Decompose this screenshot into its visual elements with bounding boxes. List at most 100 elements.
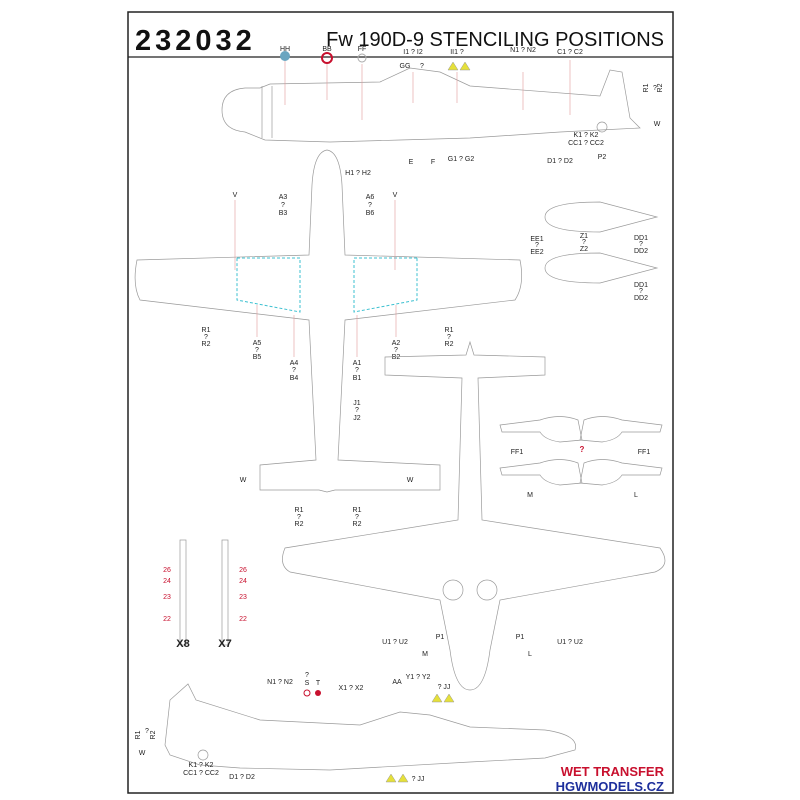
label-s: S bbox=[305, 680, 310, 687]
label-a6: A6 bbox=[366, 194, 375, 201]
label-a1: A1 bbox=[353, 360, 362, 367]
side-view-top: HH BB FF I1 ? I2 GG ? II1 ? N1 ? N2 C1 ?… bbox=[221, 46, 664, 166]
label-r2: R2 bbox=[202, 341, 211, 348]
side-view-bottom: R1 ? R2 W K1 ? K2 CC1 ? CC2 D1 ? D2 N1 ?… bbox=[135, 672, 576, 783]
label-r2: R2 bbox=[150, 730, 157, 739]
label-23: 23 bbox=[163, 594, 171, 601]
label-ee2: EE2 bbox=[530, 249, 543, 256]
label-r-q: ? bbox=[653, 85, 657, 92]
label-p1: P1 bbox=[516, 634, 525, 641]
label-q-red: ? bbox=[580, 445, 585, 454]
label-d1-d2: D1 ? D2 bbox=[229, 774, 255, 781]
warning-triangle-icon bbox=[385, 773, 397, 783]
label-bb: BB bbox=[322, 46, 332, 53]
label-r1: R1 bbox=[353, 507, 362, 514]
label-b2: B2 bbox=[392, 354, 401, 361]
label-q: ? bbox=[355, 514, 359, 521]
warning-triangle-icon bbox=[459, 61, 471, 71]
label-l: L bbox=[528, 651, 532, 658]
label-a3: A3 bbox=[279, 194, 288, 201]
label-k1-k2: K1 ? K2 bbox=[574, 132, 599, 139]
s-marking-icon bbox=[303, 689, 311, 697]
label-hh: HH bbox=[280, 46, 290, 53]
t-marking-icon bbox=[315, 690, 321, 696]
label-q: ? bbox=[394, 347, 398, 354]
label-26: 26 bbox=[239, 567, 247, 574]
label-f: F bbox=[431, 159, 435, 166]
label-24: 24 bbox=[239, 578, 247, 585]
label-jj: ? JJ bbox=[438, 684, 451, 691]
label-cc1-cc2: CC1 ? CC2 bbox=[183, 770, 219, 777]
label-r2: R2 bbox=[657, 83, 664, 92]
label-d1-d2: D1 ? D2 bbox=[547, 158, 573, 165]
label-r1: R1 bbox=[643, 83, 650, 92]
label-q: ? bbox=[297, 514, 301, 521]
label-aa: AA bbox=[392, 679, 402, 686]
label-dd1: DD1 bbox=[634, 235, 648, 242]
label-z1: Z1 bbox=[580, 233, 588, 240]
drop-tanks: EE1 ? EE2 Z1 ? Z2 DD1 ? DD2 DD1 ? DD2 bbox=[530, 201, 659, 302]
label-y1-y2: Y1 ? Y2 bbox=[406, 674, 431, 681]
label-v-left: V bbox=[233, 192, 238, 199]
ff-circle-icon bbox=[357, 53, 367, 63]
label-22: 22 bbox=[239, 616, 247, 623]
label-q: ? bbox=[292, 367, 296, 374]
label-b1: B1 bbox=[353, 375, 362, 382]
label-p1: P1 bbox=[436, 634, 445, 641]
label-v-right: V bbox=[393, 192, 398, 199]
label-q: ? bbox=[145, 728, 149, 735]
label-m: M bbox=[422, 651, 428, 658]
label-q: ? bbox=[204, 334, 208, 341]
label-w: W bbox=[240, 477, 247, 484]
bb-roundel-icon bbox=[321, 52, 333, 64]
top-view: H1 ? H2 V V A3 ? B3 A6 ? B6 R1 ? R2 R1 ?… bbox=[134, 149, 522, 528]
label-24: 24 bbox=[163, 578, 171, 585]
wet-transfer-label: WET TRANSFER bbox=[561, 764, 665, 779]
label-w: W bbox=[654, 121, 661, 128]
label-a4: A4 bbox=[290, 360, 299, 367]
label-x1-x2: X1 ? X2 bbox=[339, 685, 364, 692]
label-q: ? bbox=[355, 367, 359, 374]
label-a5: A5 bbox=[253, 340, 262, 347]
label-z2: Z2 bbox=[580, 246, 588, 253]
label-p2: P2 bbox=[598, 154, 607, 161]
label-q: ? bbox=[281, 202, 285, 209]
label-q: ? bbox=[305, 672, 309, 679]
label-ee1: EE1 bbox=[530, 236, 543, 243]
warning-triangle-icon bbox=[443, 693, 455, 703]
label-ff1: FF1 bbox=[638, 449, 651, 456]
gear-covers: FF1 FF1 ? M L bbox=[499, 416, 663, 499]
brand-website: HGWMODELS.CZ bbox=[556, 779, 664, 794]
label-dd2: DD2 bbox=[634, 295, 648, 302]
label-ff: FF bbox=[358, 46, 367, 53]
label-r2: R2 bbox=[445, 341, 454, 348]
label-gg-q: ? bbox=[420, 63, 424, 70]
label-e: E bbox=[409, 159, 414, 166]
label-q: ? bbox=[639, 241, 643, 248]
label-q: ? bbox=[355, 407, 359, 414]
label-t: T bbox=[316, 680, 321, 687]
label-w: W bbox=[407, 477, 414, 484]
label-q: ? bbox=[582, 239, 586, 246]
label-b6: B6 bbox=[366, 210, 375, 217]
label-n1-n2: N1 ? N2 bbox=[267, 679, 293, 686]
label-q: ? bbox=[255, 347, 259, 354]
label-r1: R1 bbox=[445, 327, 454, 334]
label-r2: R2 bbox=[295, 521, 304, 528]
label-l: L bbox=[634, 492, 638, 499]
label-j2: J2 bbox=[353, 415, 361, 422]
warning-triangle-icon bbox=[447, 61, 459, 71]
label-cc1-cc2: CC1 ? CC2 bbox=[568, 140, 604, 147]
label-a2: A2 bbox=[392, 340, 401, 347]
label-q: ? bbox=[368, 202, 372, 209]
label-q: ? bbox=[447, 334, 451, 341]
landing-gear-legs: 26 24 23 22 26 24 23 22 X8 X7 bbox=[163, 539, 247, 650]
label-k1-k2: K1 ? K2 bbox=[189, 762, 214, 769]
label-x8: X8 bbox=[176, 638, 189, 650]
warning-triangle-icon bbox=[397, 773, 409, 783]
sheet-frame bbox=[127, 11, 674, 794]
label-i1-i2: I1 ? I2 bbox=[403, 49, 423, 56]
label-ff1: FF1 bbox=[511, 449, 524, 456]
label-w: W bbox=[139, 750, 146, 757]
